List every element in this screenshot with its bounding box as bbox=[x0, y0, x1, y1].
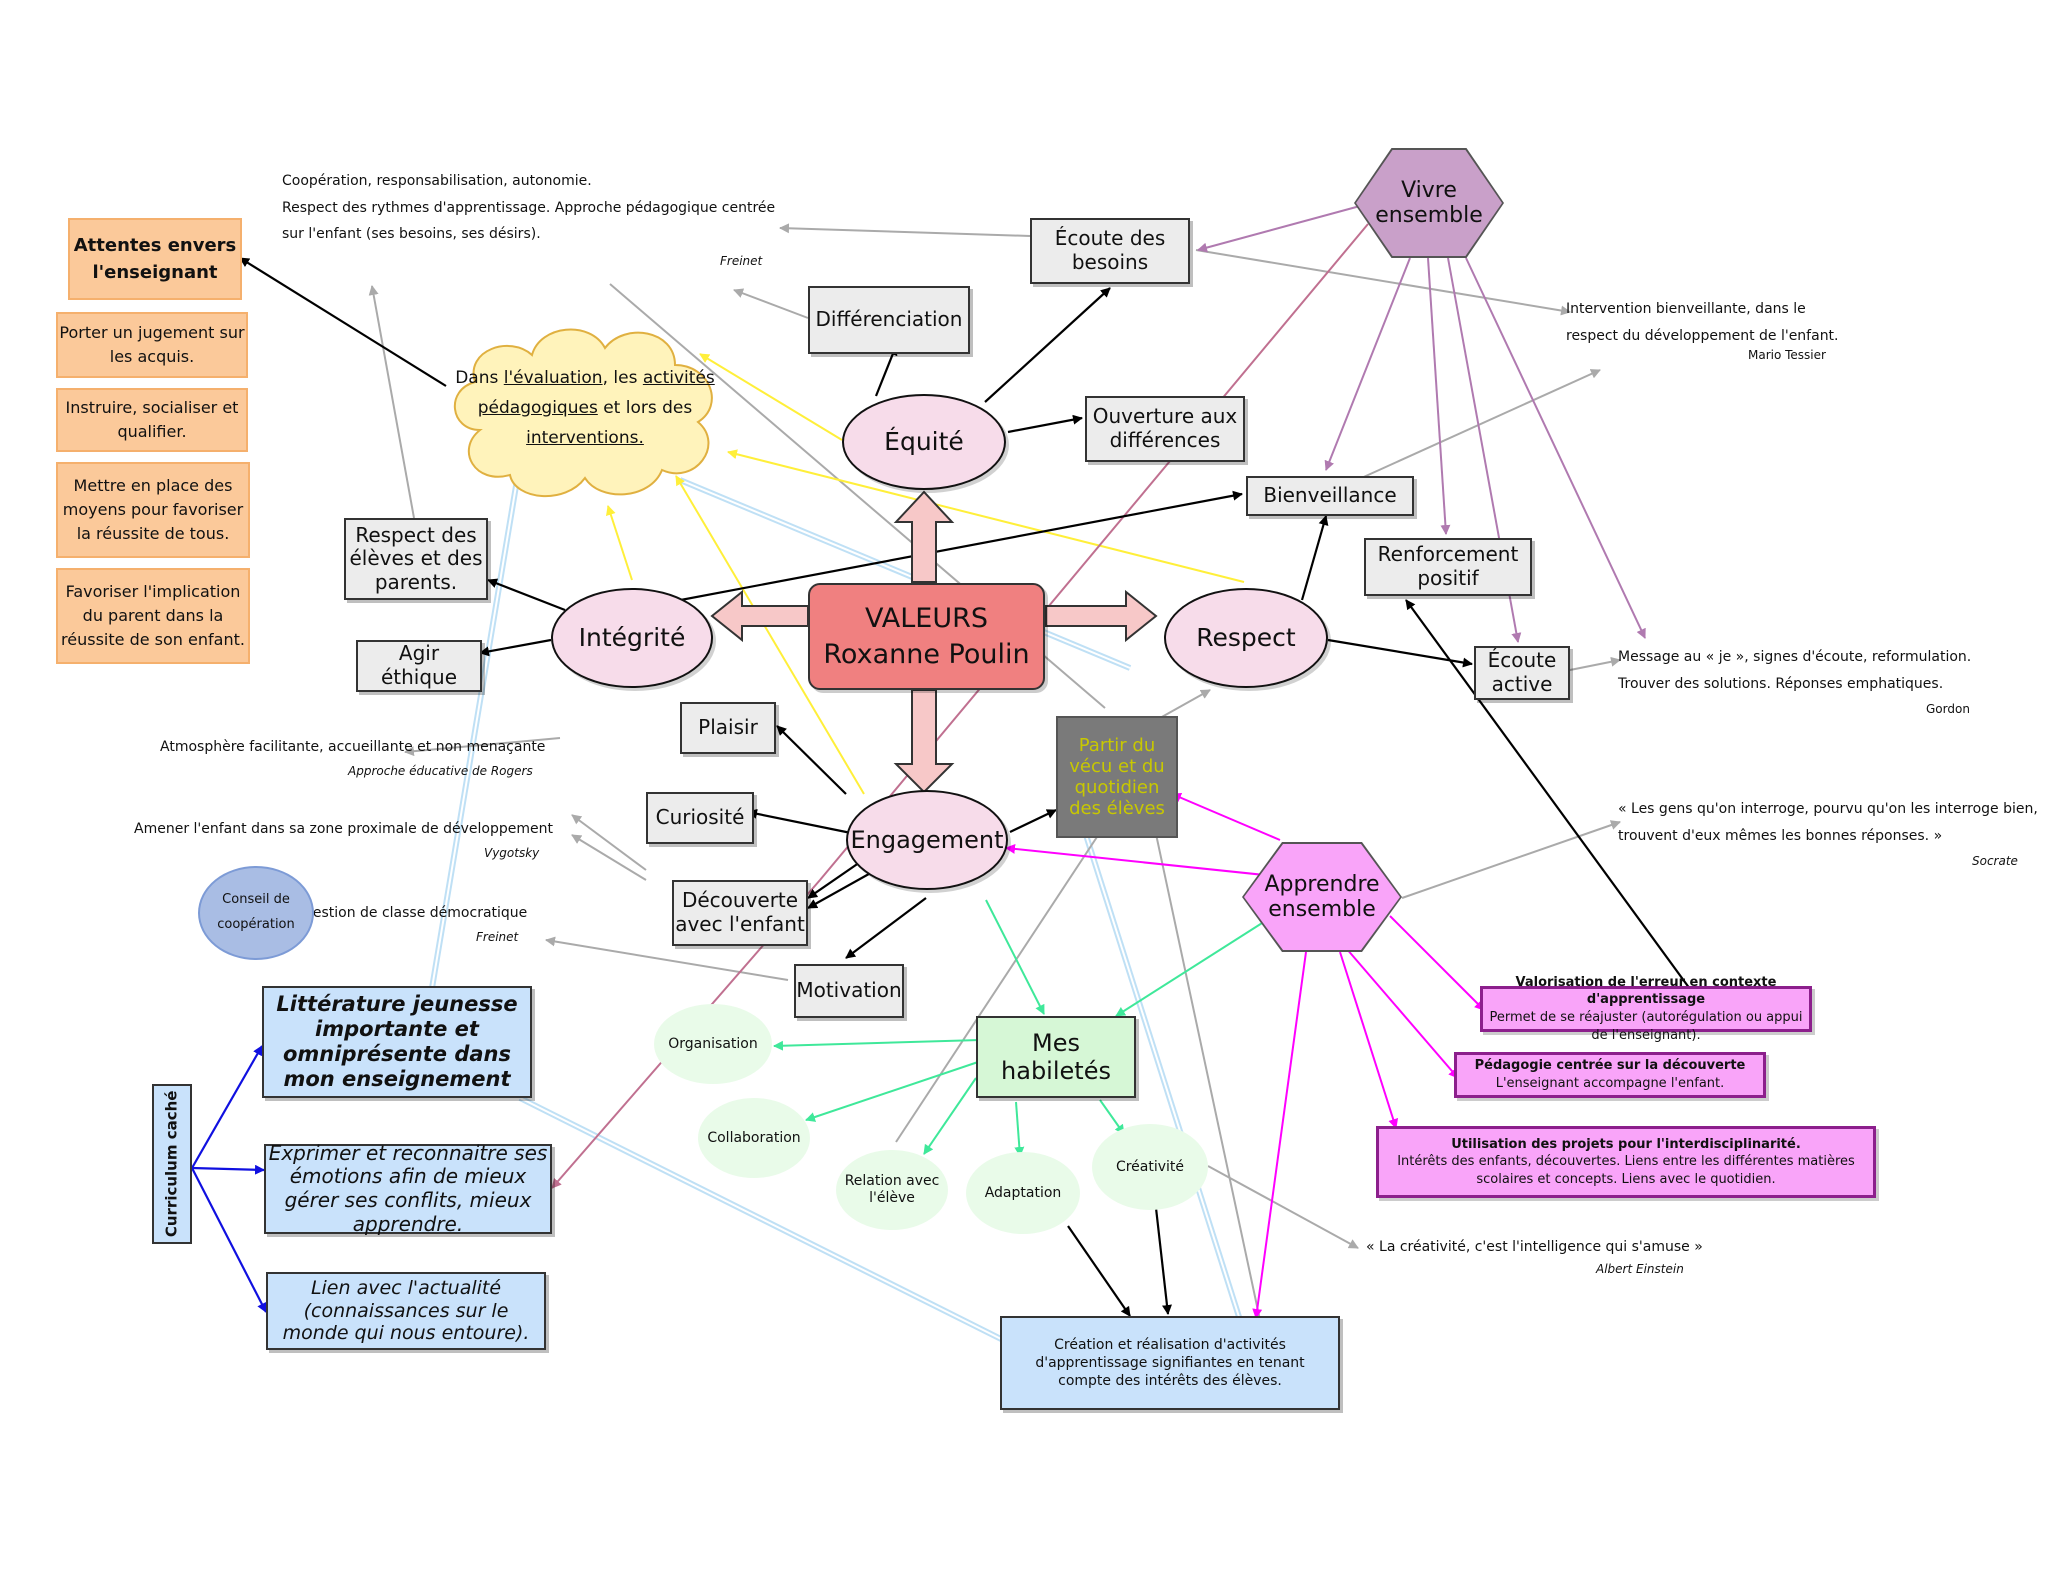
curriculum-cache-box: Curriculum caché bbox=[152, 1084, 192, 1244]
habilete-relation-eleve: Relation avec l'élève bbox=[836, 1150, 948, 1230]
cloud-text: Dans l'évaluation, les activités pédagog… bbox=[450, 360, 720, 460]
note-author: Approche éducative de Rogers bbox=[348, 764, 533, 778]
box-partir-vecu: Partir du vécu et du quotidien des élève… bbox=[1056, 716, 1178, 838]
cloud-interventions: interventions. bbox=[526, 427, 644, 448]
note-freinet-top: Coopération, responsabilisation, autonom… bbox=[282, 168, 775, 248]
habilete-adaptation: Adaptation bbox=[966, 1152, 1080, 1234]
cloud-shape bbox=[453, 328, 713, 498]
note-author: Gordon bbox=[1926, 702, 1970, 716]
box-litterature: Littérature jeunesse importante et omnip… bbox=[262, 986, 532, 1098]
note-einstein: « La créativité, c'est l'intelligence qu… bbox=[1366, 1239, 1703, 1255]
box-ecoute-besoins: Écoute des besoins bbox=[1030, 218, 1190, 284]
habilete-creativite: Créativité bbox=[1092, 1124, 1208, 1210]
note-line: respect du développement de l'enfant. bbox=[1566, 327, 1839, 344]
note-author: Freinet bbox=[720, 254, 763, 268]
note-author: Albert Einstein bbox=[1596, 1262, 1684, 1276]
value-respect: Respect bbox=[1164, 588, 1328, 688]
note-gordon: Message au « je », signes d'écoute, refo… bbox=[1618, 644, 1971, 697]
note-line: « Les gens qu'on interroge, pourvu qu'on… bbox=[1618, 801, 2038, 817]
note-line: trouvent d'eux mêmes les bonnes réponses… bbox=[1618, 827, 1943, 844]
value-integrite: Intégrité bbox=[551, 588, 713, 688]
habilete-organisation: Organisation bbox=[654, 1004, 772, 1084]
note-line: sur l'enfant (ses besoins, ses désirs). bbox=[282, 226, 541, 243]
note-line: Coopération, responsabilisation, autonom… bbox=[282, 173, 592, 189]
box-plaisir: Plaisir bbox=[680, 702, 776, 754]
pink-text: Intérêts des enfants, découvertes. Liens… bbox=[1397, 1154, 1855, 1187]
note-author: Freinet bbox=[476, 930, 519, 944]
value-equite: Équité bbox=[842, 394, 1006, 490]
hexagon-vivre-ensemble-fill: Vivre ensemble bbox=[1356, 150, 1502, 256]
box-ouverture-differences: Ouverture aux différences bbox=[1085, 396, 1245, 462]
box-projets-interdisciplinarite: Utilisation des projets pour l'interdisc… bbox=[1376, 1126, 1876, 1198]
cloud-text-2: , les bbox=[602, 368, 643, 388]
box-agir-ethique: Agir éthique bbox=[356, 640, 482, 692]
attente-item: Mettre en place des moyens pour favorise… bbox=[56, 462, 250, 558]
habilete-collaboration: Collaboration bbox=[698, 1098, 810, 1178]
attentes-title: Attentes envers l'enseignant bbox=[68, 218, 242, 300]
cloud-evaluation: l'évaluation bbox=[503, 368, 603, 388]
box-creation-activites: Création et réalisation d'activités d'ap… bbox=[1000, 1316, 1340, 1410]
value-engagement: Engagement bbox=[846, 790, 1008, 890]
note-line: Intervention bienveillante, dans le bbox=[1566, 301, 1806, 317]
pink-title: Valorisation de l'erreur en contexte d'a… bbox=[1515, 974, 1777, 1008]
pink-text: Permet de se réajuster (autorégulation o… bbox=[1489, 1010, 1803, 1043]
pink-title: Utilisation des projets pour l'interdisc… bbox=[1451, 1136, 1801, 1152]
cloud-text-1: Dans bbox=[455, 368, 504, 388]
cloud-text-3: et lors des bbox=[597, 397, 693, 418]
note-line: Respect des rythmes d'apprentissage. App… bbox=[282, 199, 776, 216]
note-rogers: Atmosphère facilitante, accueillante et … bbox=[160, 739, 546, 755]
attente-item: Porter un jugement sur les acquis. bbox=[56, 312, 248, 378]
box-renforcement-positif: Renforcement positif bbox=[1364, 538, 1532, 596]
note-author: Mario Tessier bbox=[1748, 348, 1826, 362]
box-motivation: Motivation bbox=[794, 964, 904, 1018]
box-differenciation: Différenciation bbox=[808, 286, 970, 354]
center-subtitle: Roxanne Poulin bbox=[823, 638, 1030, 670]
center-node: VALEURS Roxanne Poulin bbox=[808, 583, 1045, 690]
center-title: VALEURS bbox=[865, 603, 988, 635]
pink-title: Pédagogie centrée sur la découverte bbox=[1474, 1058, 1746, 1074]
conseil-cooperation: Conseil de coopération bbox=[198, 866, 314, 960]
box-decouverte-enfant: Découverte avec l'enfant bbox=[672, 880, 808, 946]
hexagon-apprendre-ensemble-fill: Apprendre ensemble bbox=[1244, 844, 1400, 950]
note-author: Vygotsky bbox=[484, 846, 540, 860]
note-author: Socrate bbox=[1972, 854, 2018, 868]
note-gestion: Gestion de classe démocratique bbox=[302, 905, 528, 921]
box-ecoute-active: Écoute active bbox=[1474, 646, 1570, 700]
box-curiosite: Curiosité bbox=[646, 792, 754, 844]
box-emotions: Exprimer et reconnaitre ses émotions afi… bbox=[264, 1141, 552, 1235]
note-line: Trouver des solutions. Réponses emphatiq… bbox=[1618, 675, 1944, 692]
pink-text: L'enseignant accompagne l'enfant. bbox=[1495, 1076, 1725, 1091]
note-vygotsky: Amener l'enfant dans sa zone proximale d… bbox=[134, 821, 553, 837]
attente-item: Instruire, socialiser et qualifier. bbox=[56, 388, 248, 452]
habiletes-box: Mes habiletés bbox=[976, 1016, 1136, 1098]
box-bienveillance: Bienveillance bbox=[1246, 476, 1414, 516]
box-actualite: Lien avec l'actualité (connaissances sur… bbox=[266, 1272, 546, 1350]
box-valorisation-erreur: Valorisation de l'erreur en contexte d'a… bbox=[1480, 975, 1812, 1043]
note-socrate: « Les gens qu'on interroge, pourvu qu'on… bbox=[1618, 796, 2038, 849]
curriculum-cache-label: Curriculum caché bbox=[162, 1090, 181, 1238]
cloud-activites: activités pédagogiques bbox=[477, 368, 715, 418]
note-tessier: Intervention bienveillante, dans le resp… bbox=[1566, 296, 1839, 349]
box-pedagogie-decouverte: Pédagogie centrée sur la découverte L'en… bbox=[1454, 1052, 1766, 1098]
note-line: Message au « je », signes d'écoute, refo… bbox=[1618, 649, 1972, 665]
box-respect-eleves-parents: Respect des élèves et des parents. bbox=[344, 518, 488, 600]
attente-item: Favoriser l'implication du parent dans l… bbox=[56, 568, 250, 664]
